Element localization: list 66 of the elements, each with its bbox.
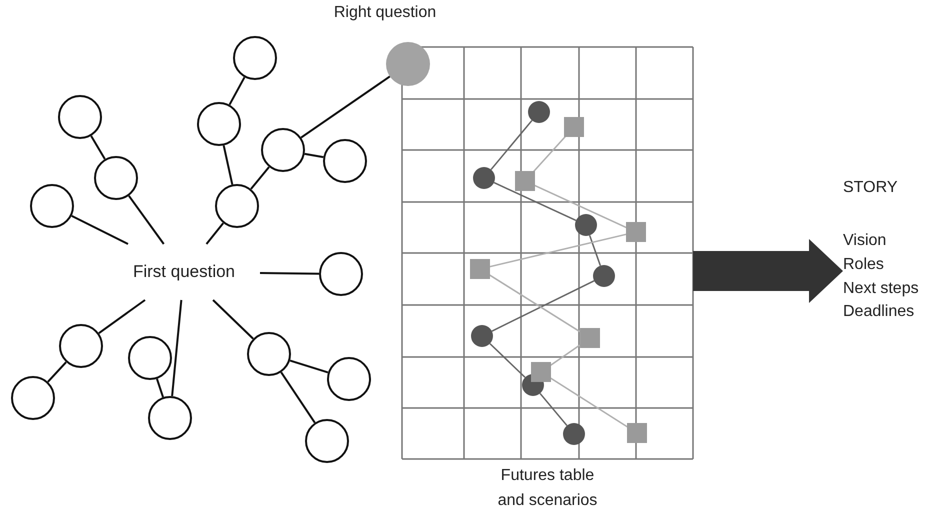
connector-line: [47, 361, 67, 383]
scenario-line: [494, 182, 576, 222]
connector-line: [128, 195, 165, 245]
connector-line: [228, 76, 246, 106]
scenario-square: [626, 222, 646, 242]
scenario-square: [580, 328, 600, 348]
question-label: First question: [108, 244, 260, 300]
circle-node: [305, 419, 349, 463]
connector-line: [260, 272, 320, 275]
circle-node: [11, 376, 55, 420]
scenario-line: [489, 343, 526, 378]
connector-line: [304, 152, 324, 158]
circle-node: [58, 95, 102, 139]
scenario-line: [548, 343, 582, 367]
table-caption: Futures table and scenarios: [496, 466, 598, 511]
connector-line: [222, 145, 234, 185]
scenario-dot: [563, 423, 585, 445]
circle-node: [319, 252, 363, 296]
scenario-dot: [471, 325, 493, 347]
circle-node: [247, 332, 291, 376]
scenario-line: [488, 274, 582, 334]
connector-line: [212, 299, 254, 340]
circle-node: [94, 156, 138, 200]
connector-line: [250, 166, 270, 190]
circle-node: [197, 102, 241, 146]
scenario-square: [531, 362, 551, 382]
block-arrow: [693, 239, 843, 303]
scenario-square: [515, 171, 535, 191]
connector-line: [280, 372, 316, 424]
scenario-square: [564, 117, 584, 137]
scenario-dot: [528, 101, 550, 123]
circle-node: [30, 184, 74, 228]
circle-node: [59, 324, 103, 368]
story-item: Deadlines: [843, 303, 914, 321]
connector-line: [98, 299, 146, 334]
story-item: Vision: [843, 232, 886, 250]
scenario-line: [490, 234, 626, 268]
scenario-line: [490, 120, 533, 170]
connector-line: [71, 214, 128, 245]
scenario-square: [470, 259, 490, 279]
circle-node: [261, 128, 305, 172]
connector-line: [156, 378, 164, 398]
connector-line: [90, 135, 106, 160]
connector-line: [300, 76, 390, 138]
circle-node: [148, 396, 192, 440]
scenario-dot: [593, 265, 615, 287]
connector-line: [171, 300, 182, 396]
scenario-line: [588, 235, 602, 266]
story-item: Roles: [843, 256, 884, 274]
story-item: Next steps: [843, 280, 919, 298]
circle-node: [128, 336, 172, 380]
scenario-line: [492, 280, 594, 332]
scenario-line: [549, 376, 629, 428]
circle-node: [233, 36, 277, 80]
circle-node: [323, 139, 367, 183]
scenario-square: [627, 423, 647, 443]
connector-line: [290, 360, 328, 374]
connector-line: [206, 222, 224, 245]
scenario-dot: [473, 167, 495, 189]
circle-node: [215, 184, 259, 228]
circle-node: [327, 357, 371, 401]
question-label: Right question: [332, 4, 438, 22]
scenario-dot: [575, 214, 597, 236]
scenario-line: [534, 184, 628, 228]
scenario-line: [539, 392, 568, 426]
story-heading: STORY: [843, 179, 898, 197]
